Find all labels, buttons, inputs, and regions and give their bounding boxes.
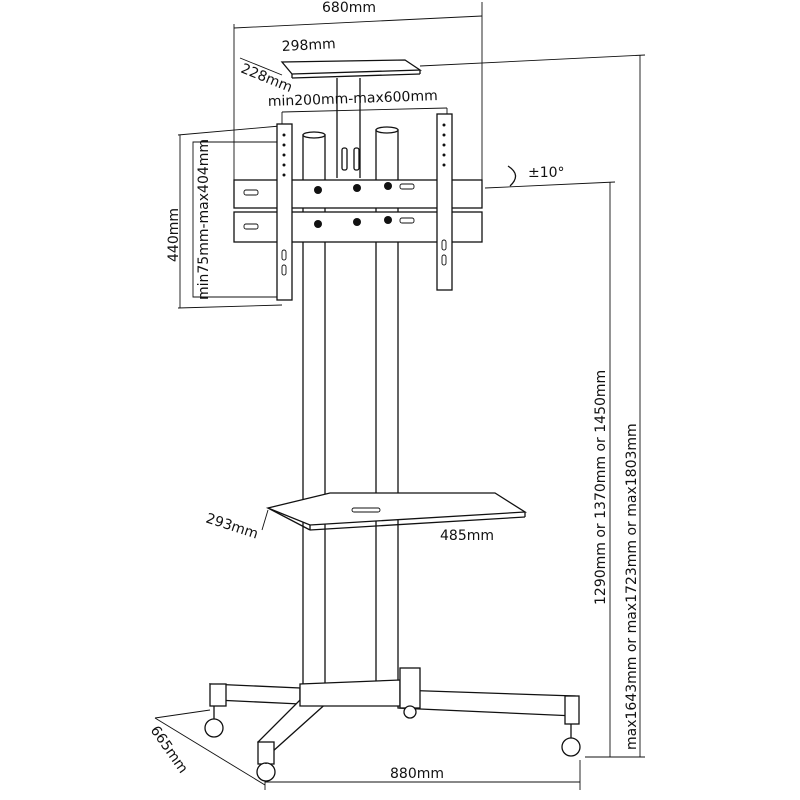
base-depth-label: 665mm	[147, 723, 191, 776]
vesa-vertical-label: min75mm-max404mm	[196, 139, 212, 300]
dimension-lines	[154, 2, 646, 790]
middle-shelf-depth-label: 293mm	[204, 511, 260, 543]
mount-height-label: 1290mm or 1370mm or 1450mm	[593, 370, 609, 605]
middle-shelf-width-label: 485mm	[440, 528, 494, 544]
total-height-label: max1643mm or max1723mm or max1803mm	[624, 423, 640, 750]
tilt-arrow-icon	[507, 165, 517, 187]
total-width-label: 680mm	[322, 0, 376, 16]
poles	[302, 126, 399, 696]
middle-shelf	[265, 492, 528, 531]
top-shelf-width-label: 298mm	[281, 36, 336, 55]
tilt-label: ±10°	[528, 165, 565, 181]
base	[204, 667, 581, 782]
vertical-brackets	[276, 113, 453, 301]
vesa-horizontal-label: min200mm-max600mm	[268, 88, 438, 110]
top-shelf	[280, 59, 423, 178]
base-width-label: 880mm	[390, 766, 444, 782]
bracket-height-label: 440mm	[166, 208, 182, 262]
